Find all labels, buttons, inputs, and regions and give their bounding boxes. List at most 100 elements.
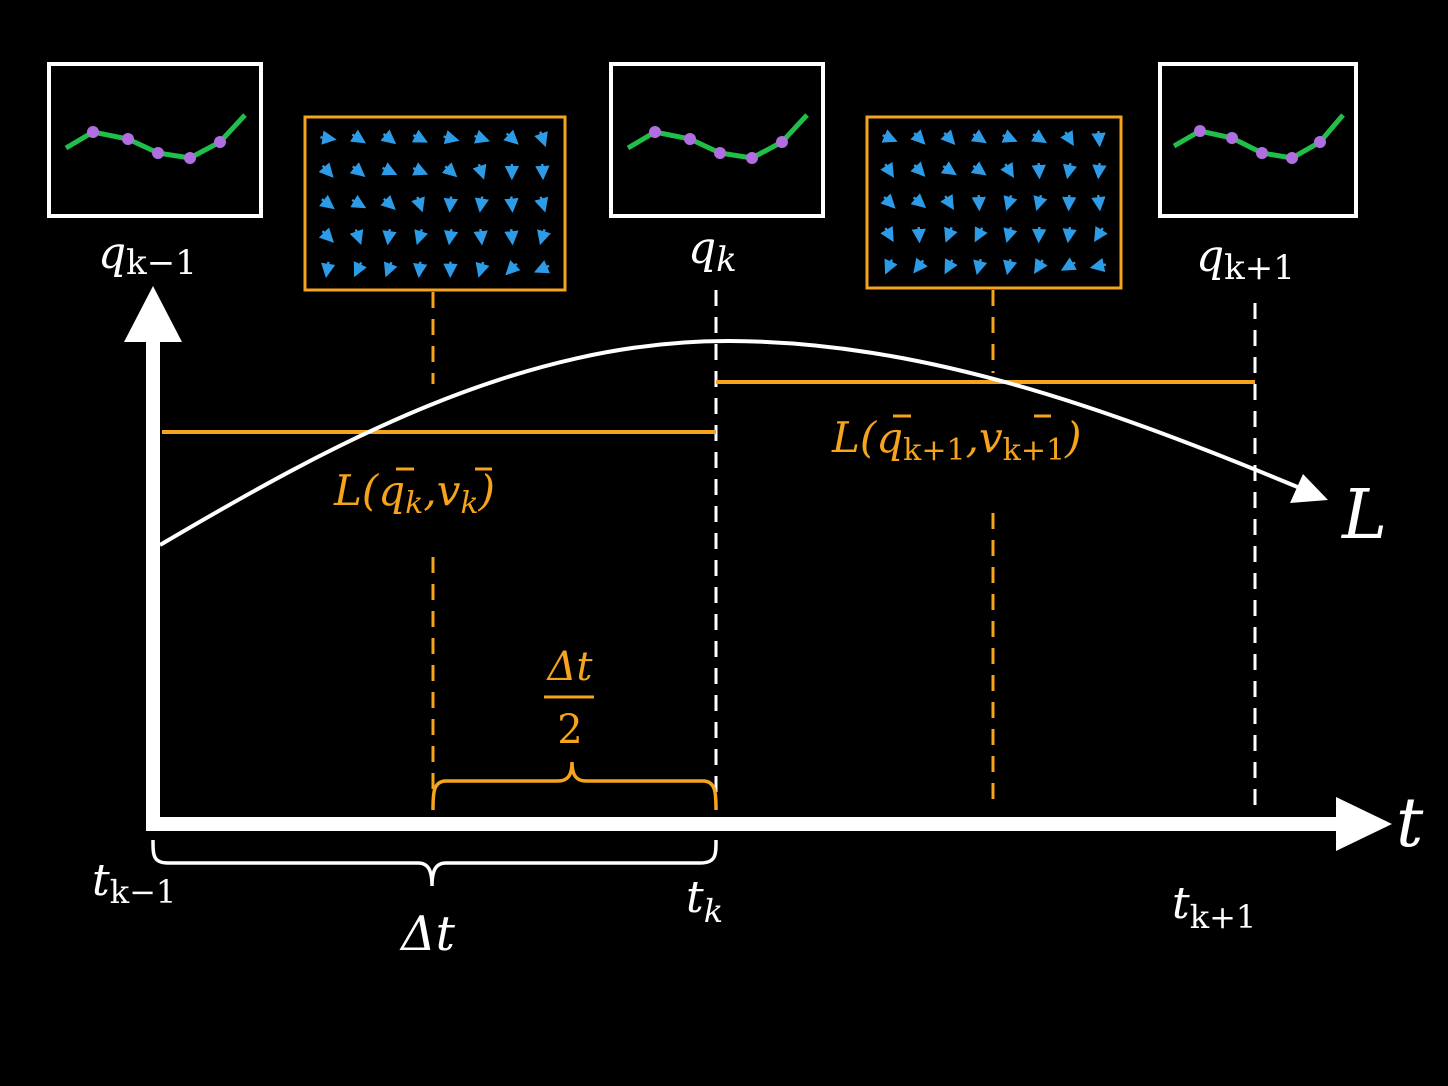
velocity-arrow bbox=[1034, 258, 1048, 275]
half-step-numerator: Δt bbox=[546, 644, 594, 690]
label-t-next: tk+1 bbox=[1172, 878, 1256, 936]
velocity-arrow bbox=[910, 161, 926, 177]
velocity-arrow bbox=[505, 260, 521, 276]
label-q-prev: qk−1 bbox=[98, 228, 197, 283]
x-axis-label: t bbox=[1396, 784, 1424, 863]
velocity-arrow bbox=[319, 194, 335, 210]
velocity-arrow bbox=[411, 196, 425, 213]
velocity-arrow bbox=[940, 161, 957, 176]
velocity-arrow bbox=[880, 193, 896, 209]
velocity-arrow bbox=[1001, 129, 1018, 143]
velocity-arrow bbox=[411, 129, 428, 143]
velocity-arrow bbox=[1091, 130, 1106, 148]
velocity-arrow bbox=[413, 261, 428, 279]
velocity-arrow bbox=[353, 261, 367, 278]
velocity-arrow bbox=[473, 228, 488, 246]
velocity-arrow bbox=[1062, 226, 1077, 244]
velocity-arrow bbox=[911, 226, 926, 244]
velocity-arrow bbox=[380, 194, 396, 210]
velocity-arrow bbox=[880, 226, 894, 243]
label-q-next: qk+1 bbox=[1196, 231, 1295, 288]
curve-label-L: L bbox=[1340, 476, 1387, 555]
velocity-arrow bbox=[443, 196, 458, 213]
velocity-arrow bbox=[944, 226, 958, 243]
config-frame-next bbox=[1158, 62, 1358, 218]
velocity-arrow bbox=[970, 129, 987, 144]
velocity-arrow bbox=[881, 129, 898, 143]
velocity-arrow bbox=[534, 131, 548, 148]
label-L-first: L(qk,vk) bbox=[333, 466, 495, 521]
velocity-arrow bbox=[971, 194, 986, 212]
velocity-arrow bbox=[1000, 162, 1014, 179]
velocity-arrow bbox=[534, 196, 549, 213]
x-axis-arrowhead bbox=[1336, 797, 1392, 851]
velocity-arrow bbox=[321, 261, 336, 278]
label-t-prev: tk−1 bbox=[92, 855, 176, 911]
full-step-brace bbox=[151, 839, 718, 887]
config-frame-curr bbox=[609, 62, 825, 218]
velocity-arrow bbox=[970, 161, 987, 176]
velocity-arrow bbox=[1091, 194, 1106, 212]
label-L-second: L(qk+1,vk+1) bbox=[831, 413, 1081, 468]
velocity-arrow bbox=[910, 129, 926, 145]
velocity-arrow bbox=[381, 162, 398, 176]
velocity-arrow bbox=[973, 258, 988, 276]
velocity-arrow bbox=[414, 229, 429, 246]
velocity-arrow bbox=[910, 193, 927, 209]
velocity-field-frame-2 bbox=[865, 115, 1123, 290]
velocity-arrow bbox=[1089, 257, 1107, 273]
velocity-arrow bbox=[383, 261, 398, 278]
lagrangian-curve bbox=[158, 338, 1301, 547]
velocity-arrow bbox=[1003, 226, 1018, 244]
velocity-arrow bbox=[535, 163, 550, 181]
velocity-arrow bbox=[443, 229, 459, 246]
velocity-arrow bbox=[534, 260, 551, 274]
velocity-arrow bbox=[1031, 162, 1046, 180]
config-nodes-prev bbox=[87, 126, 226, 164]
velocity-arrow bbox=[504, 228, 519, 246]
label-delta-t: Δt bbox=[399, 906, 456, 962]
velocity-arrow bbox=[1030, 129, 1047, 144]
velocity-arrow bbox=[472, 163, 487, 180]
velocity-arrow bbox=[380, 129, 397, 145]
velocity-arrow bbox=[940, 129, 956, 145]
velocity-arrow bbox=[974, 226, 988, 243]
velocity-arrow bbox=[1003, 258, 1018, 276]
velocity-arrow bbox=[412, 162, 429, 176]
y-axis-arrowhead bbox=[124, 286, 182, 342]
velocity-arrow bbox=[473, 129, 490, 144]
velocity-arrow bbox=[913, 257, 928, 274]
velocity-arrow bbox=[441, 162, 458, 178]
velocity-arrow bbox=[1033, 194, 1048, 211]
velocity-arrow bbox=[350, 194, 367, 209]
velocity-arrow bbox=[350, 129, 367, 144]
velocity-field-frame-1 bbox=[303, 115, 567, 292]
velocity-arrow bbox=[1062, 162, 1078, 180]
velocity-arrow bbox=[504, 196, 519, 213]
velocity-arrow bbox=[1032, 226, 1047, 244]
velocity-arrow bbox=[382, 229, 397, 246]
config-nodes-next bbox=[1194, 125, 1326, 164]
velocity-arrow bbox=[1094, 226, 1108, 243]
velocity-arrow bbox=[349, 228, 364, 245]
lagrangian-curve-arrowhead bbox=[1290, 474, 1328, 503]
velocity-arrow bbox=[1003, 194, 1018, 211]
half-step-denominator: 2 bbox=[557, 707, 582, 753]
config-nodes-curr bbox=[649, 126, 788, 164]
velocity-arrow bbox=[349, 162, 366, 177]
velocity-arrow bbox=[1060, 130, 1074, 147]
velocity-arrow bbox=[475, 261, 490, 278]
half-step-brace bbox=[431, 761, 718, 811]
label-t-curr: tk bbox=[686, 872, 723, 930]
velocity-arrow bbox=[940, 194, 954, 211]
velocity-arrow bbox=[944, 258, 958, 275]
velocity-arrow bbox=[474, 196, 490, 213]
velocity-arrow bbox=[320, 130, 337, 145]
velocity-arrows-1 bbox=[318, 129, 551, 279]
velocity-arrow bbox=[884, 258, 898, 275]
velocity-arrow bbox=[503, 129, 519, 145]
velocity-arrow bbox=[1062, 194, 1077, 212]
velocity-arrows-2 bbox=[880, 129, 1108, 276]
config-frame-prev bbox=[47, 62, 263, 218]
